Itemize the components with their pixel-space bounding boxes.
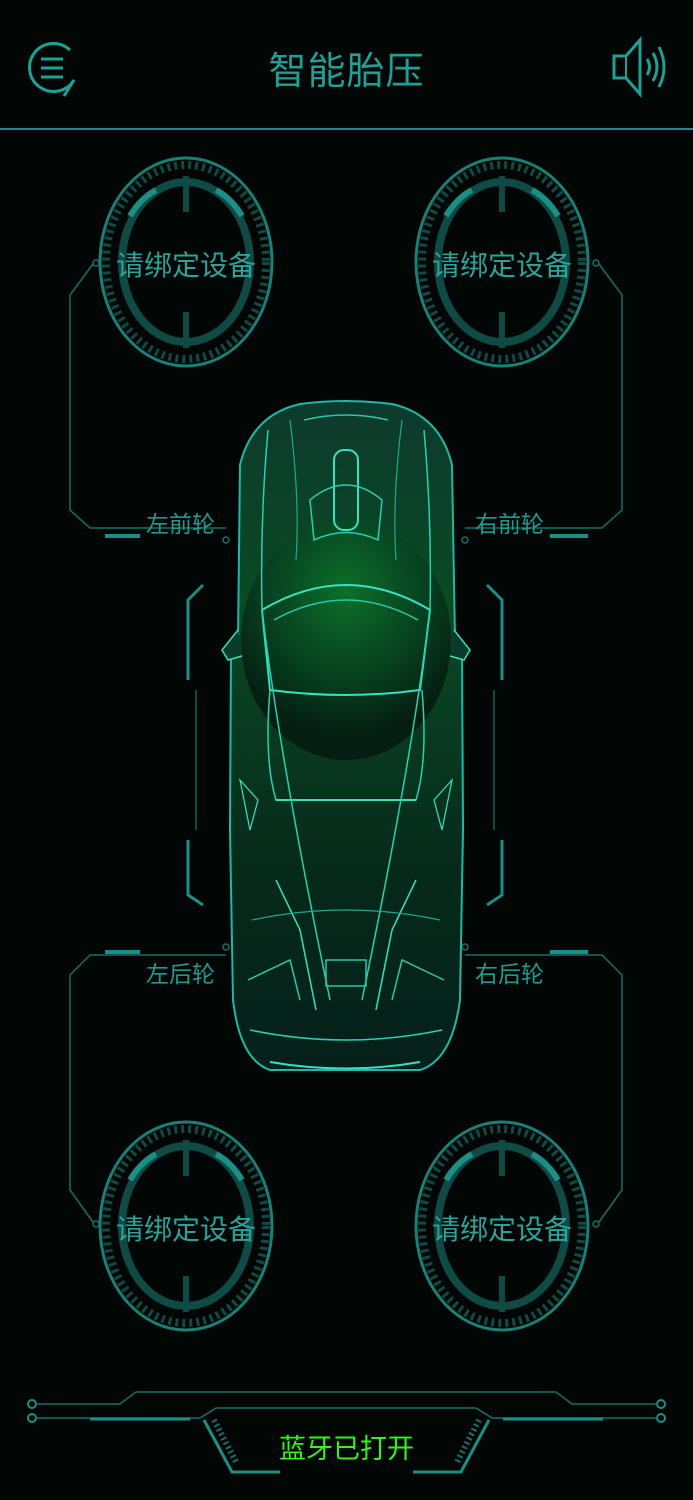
car-illustration [221, 400, 471, 1071]
tire-label-rear-left: 左后轮 [146, 962, 215, 988]
wheel-status-label: 请绑定设备 [115, 249, 256, 282]
wheel-status-label: 请绑定设备 [431, 249, 572, 282]
connector-front-right [461, 259, 623, 544]
wheel-rear-right[interactable]: 请绑定设备 [412, 1118, 592, 1334]
bottom-bar-decoration [27, 1391, 666, 1474]
menu-button[interactable] [24, 36, 82, 98]
wheel-front-right[interactable]: 请绑定设备 [412, 154, 592, 370]
header-bar: 智能胎压 [0, 0, 693, 130]
side-bracket-left [186, 583, 205, 907]
tire-gauge-icon [414, 1120, 590, 1332]
wheel-status-label: 请绑定设备 [431, 1213, 572, 1246]
wheel-rear-left[interactable]: 请绑定设备 [96, 1118, 276, 1334]
speaker-icon [612, 36, 666, 98]
tire-label-rear-right: 右后轮 [475, 962, 544, 988]
tire-gauge-icon [98, 1120, 274, 1332]
menu-icon [28, 42, 76, 97]
wheel-front-left[interactable]: 请绑定设备 [96, 154, 276, 370]
wheel-status-label: 请绑定设备 [115, 1213, 256, 1246]
tire-gauge-icon [98, 156, 274, 368]
tire-gauge-icon [414, 156, 590, 368]
page-title: 智能胎压 [268, 49, 425, 93]
connector-rear-right [461, 943, 623, 1228]
sound-button[interactable] [610, 34, 668, 100]
side-bracket-right [485, 583, 504, 907]
tire-label-front-left: 左前轮 [146, 512, 215, 538]
connector-rear-left [69, 943, 230, 1228]
bluetooth-status: 蓝牙已打开 [279, 1434, 414, 1465]
tire-label-front-right: 右前轮 [475, 512, 544, 538]
